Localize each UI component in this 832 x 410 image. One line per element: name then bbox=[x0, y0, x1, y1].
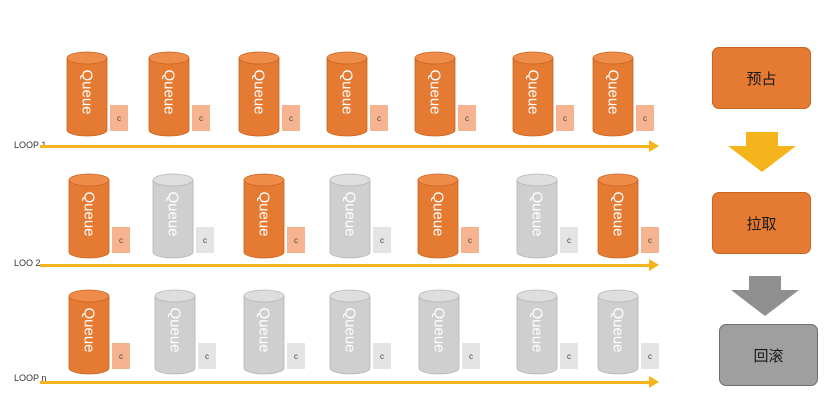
consumer-box: c bbox=[112, 343, 130, 369]
consumer-box: c bbox=[641, 227, 659, 253]
queue-label: Queue bbox=[166, 307, 184, 353]
queue-cylinder: Queue bbox=[152, 173, 194, 259]
consumer-box: c bbox=[110, 105, 128, 131]
queue-cylinder: Queue bbox=[148, 51, 190, 137]
queue-label: Queue bbox=[528, 307, 546, 353]
queue-label: Queue bbox=[338, 69, 356, 115]
queue-label: Queue bbox=[78, 69, 96, 115]
queue-cylinder: Queue bbox=[592, 51, 634, 137]
consumer-box: c bbox=[461, 227, 479, 253]
consumer-box: c bbox=[196, 227, 214, 253]
step-box: 预占 bbox=[712, 47, 811, 109]
consumer-box: c bbox=[198, 343, 216, 369]
queue-label: Queue bbox=[255, 307, 273, 353]
queue-cylinder: Queue bbox=[597, 289, 639, 375]
queue-cylinder: Queue bbox=[516, 173, 558, 259]
loop-arrow bbox=[40, 140, 659, 152]
queue-label: Queue bbox=[429, 191, 447, 237]
queue-cylinder: Queue bbox=[68, 289, 110, 375]
down-arrow-icon bbox=[728, 132, 796, 177]
loop-label: LOO 2 bbox=[14, 258, 41, 268]
queue-label: Queue bbox=[160, 69, 178, 115]
consumer-box: c bbox=[462, 343, 480, 369]
queue-label: Queue bbox=[250, 69, 268, 115]
queue-label: Queue bbox=[609, 191, 627, 237]
queue-label: Queue bbox=[426, 69, 444, 115]
queue-label: Queue bbox=[255, 191, 273, 237]
queue-cylinder: Queue bbox=[516, 289, 558, 375]
consumer-box: c bbox=[287, 227, 305, 253]
queue-cylinder: Queue bbox=[66, 51, 108, 137]
queue-label: Queue bbox=[164, 191, 182, 237]
queue-label: Queue bbox=[80, 307, 98, 353]
queue-cylinder: Queue bbox=[417, 173, 459, 259]
queue-cylinder: Queue bbox=[154, 289, 196, 375]
consumer-box: c bbox=[287, 343, 305, 369]
consumer-box: c bbox=[458, 105, 476, 131]
consumer-box: c bbox=[370, 105, 388, 131]
down-arrow-icon bbox=[731, 276, 799, 321]
step-box: 回滚 bbox=[719, 324, 818, 386]
queue-cylinder: Queue bbox=[597, 173, 639, 259]
queue-cylinder: Queue bbox=[329, 289, 371, 375]
loop-arrow bbox=[40, 259, 659, 271]
queue-cylinder: Queue bbox=[326, 51, 368, 137]
loop-arrow bbox=[40, 376, 659, 388]
queue-label: Queue bbox=[524, 69, 542, 115]
queue-cylinder: Queue bbox=[238, 51, 280, 137]
queue-cylinder: Queue bbox=[512, 51, 554, 137]
queue-cylinder: Queue bbox=[418, 289, 460, 375]
consumer-box: c bbox=[112, 227, 130, 253]
queue-cylinder: Queue bbox=[414, 51, 456, 137]
consumer-box: c bbox=[556, 105, 574, 131]
consumer-box: c bbox=[636, 105, 654, 131]
queue-label: Queue bbox=[80, 191, 98, 237]
loop-label: LOOP n bbox=[14, 373, 47, 383]
queue-cylinder: Queue bbox=[243, 173, 285, 259]
consumer-box: c bbox=[373, 227, 391, 253]
consumer-box: c bbox=[641, 343, 659, 369]
consumer-box: c bbox=[560, 227, 578, 253]
queue-label: Queue bbox=[341, 191, 359, 237]
consumer-box: c bbox=[192, 105, 210, 131]
consumer-box: c bbox=[282, 105, 300, 131]
loop-label: LOOP 1 bbox=[14, 140, 47, 150]
queue-cylinder: Queue bbox=[329, 173, 371, 259]
queue-label: Queue bbox=[604, 69, 622, 115]
step-box: 拉取 bbox=[712, 192, 811, 254]
consumer-box: c bbox=[560, 343, 578, 369]
queue-label: Queue bbox=[430, 307, 448, 353]
consumer-box: c bbox=[373, 343, 391, 369]
queue-label: Queue bbox=[528, 191, 546, 237]
queue-cylinder: Queue bbox=[68, 173, 110, 259]
queue-cylinder: Queue bbox=[243, 289, 285, 375]
queue-label: Queue bbox=[341, 307, 359, 353]
queue-label: Queue bbox=[609, 307, 627, 353]
